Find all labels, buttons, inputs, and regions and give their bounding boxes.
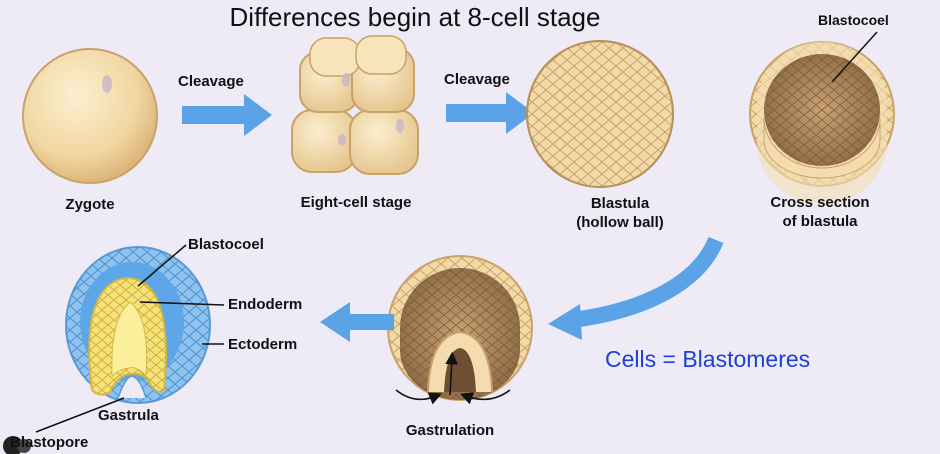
eight-cell-label: Eight-cell stage xyxy=(300,194,412,211)
cross-section-label-line2: of blastula xyxy=(782,213,858,230)
arrow-to-gastrula xyxy=(320,302,394,342)
gastrulation-figure xyxy=(387,255,533,405)
gastrula-label: Gastrula xyxy=(98,407,159,424)
blastocoel-label-top: Blastocoel xyxy=(818,12,889,28)
zygote-label: Zygote xyxy=(65,196,115,213)
endoderm-label: Endoderm xyxy=(228,296,303,313)
cleavage-arrow-1 xyxy=(182,94,272,136)
gastrula-figure xyxy=(35,244,225,433)
cross-section-label-line1: Cross section xyxy=(770,194,870,211)
blastomeres-caption: Cells = Blastomeres xyxy=(605,346,811,372)
cleavage-label-2: Cleavage xyxy=(444,71,510,88)
diagram-title: Differences begin at 8-cell stage xyxy=(229,2,601,32)
curved-arrow-to-gastrulation xyxy=(548,236,724,340)
ectoderm-label: Ectoderm xyxy=(228,336,298,353)
overlay-badge-icon xyxy=(3,436,31,454)
blastula-figure xyxy=(526,40,674,188)
blastula-label-line1: Blastula xyxy=(590,195,650,212)
gastrulation-label: Gastrulation xyxy=(405,422,495,439)
blastula-cross-section-figure xyxy=(749,31,895,205)
cleavage-arrow-2 xyxy=(446,92,534,134)
eight-cell-figure xyxy=(291,35,419,175)
zygote-figure xyxy=(22,48,158,184)
blastocoel-label-gastrula: Blastocoel xyxy=(188,236,264,253)
blastula-label-line2: (hollow ball) xyxy=(576,214,664,231)
cleavage-label-1: Cleavage xyxy=(178,73,244,90)
blastopore-label: Blastopore xyxy=(10,434,89,451)
